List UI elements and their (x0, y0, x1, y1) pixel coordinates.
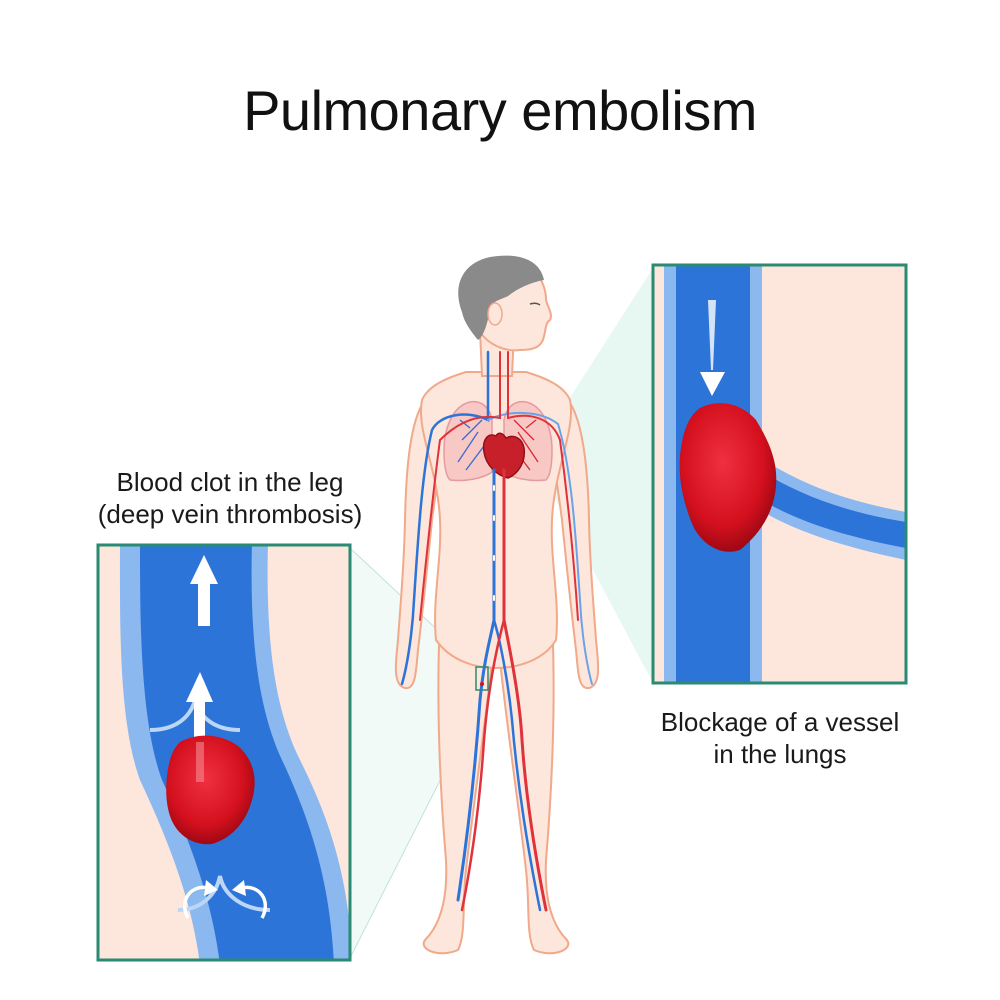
flow-arrow-icon (190, 555, 218, 626)
label-deep-vein-thrombosis: Blood clot in the leg (deep vein thrombo… (60, 466, 400, 530)
human-body (394, 255, 600, 955)
flow-arrow-icon (186, 672, 213, 748)
blood-clot-icon (166, 735, 255, 845)
label-lung-blockage: Blockage of a vessel in the lungs (640, 706, 920, 770)
heart (482, 432, 526, 479)
inset-leg-vein (96, 543, 352, 962)
label-dvt-line2: (deep vein thrombosis) (97, 499, 363, 529)
label-lungs-line2: in the lungs (713, 739, 847, 769)
right-arm (548, 398, 600, 690)
label-lungs-line1: Blockage of a vessel (660, 707, 900, 737)
inset-lung-vessel (651, 263, 908, 685)
valve-arrow-icon (182, 885, 268, 919)
callout-beam-lungs (540, 268, 653, 683)
blood-vessels (400, 350, 593, 912)
right-leg (498, 618, 570, 955)
leg-locator-box (475, 666, 489, 691)
page-title: Pulmonary embolism (243, 79, 757, 142)
label-dvt-line1: Blood clot in the leg (116, 467, 344, 497)
left-leg (422, 618, 494, 955)
hair (458, 255, 544, 340)
flow-arrow-icon (700, 300, 725, 396)
blood-clot-icon (679, 403, 777, 552)
